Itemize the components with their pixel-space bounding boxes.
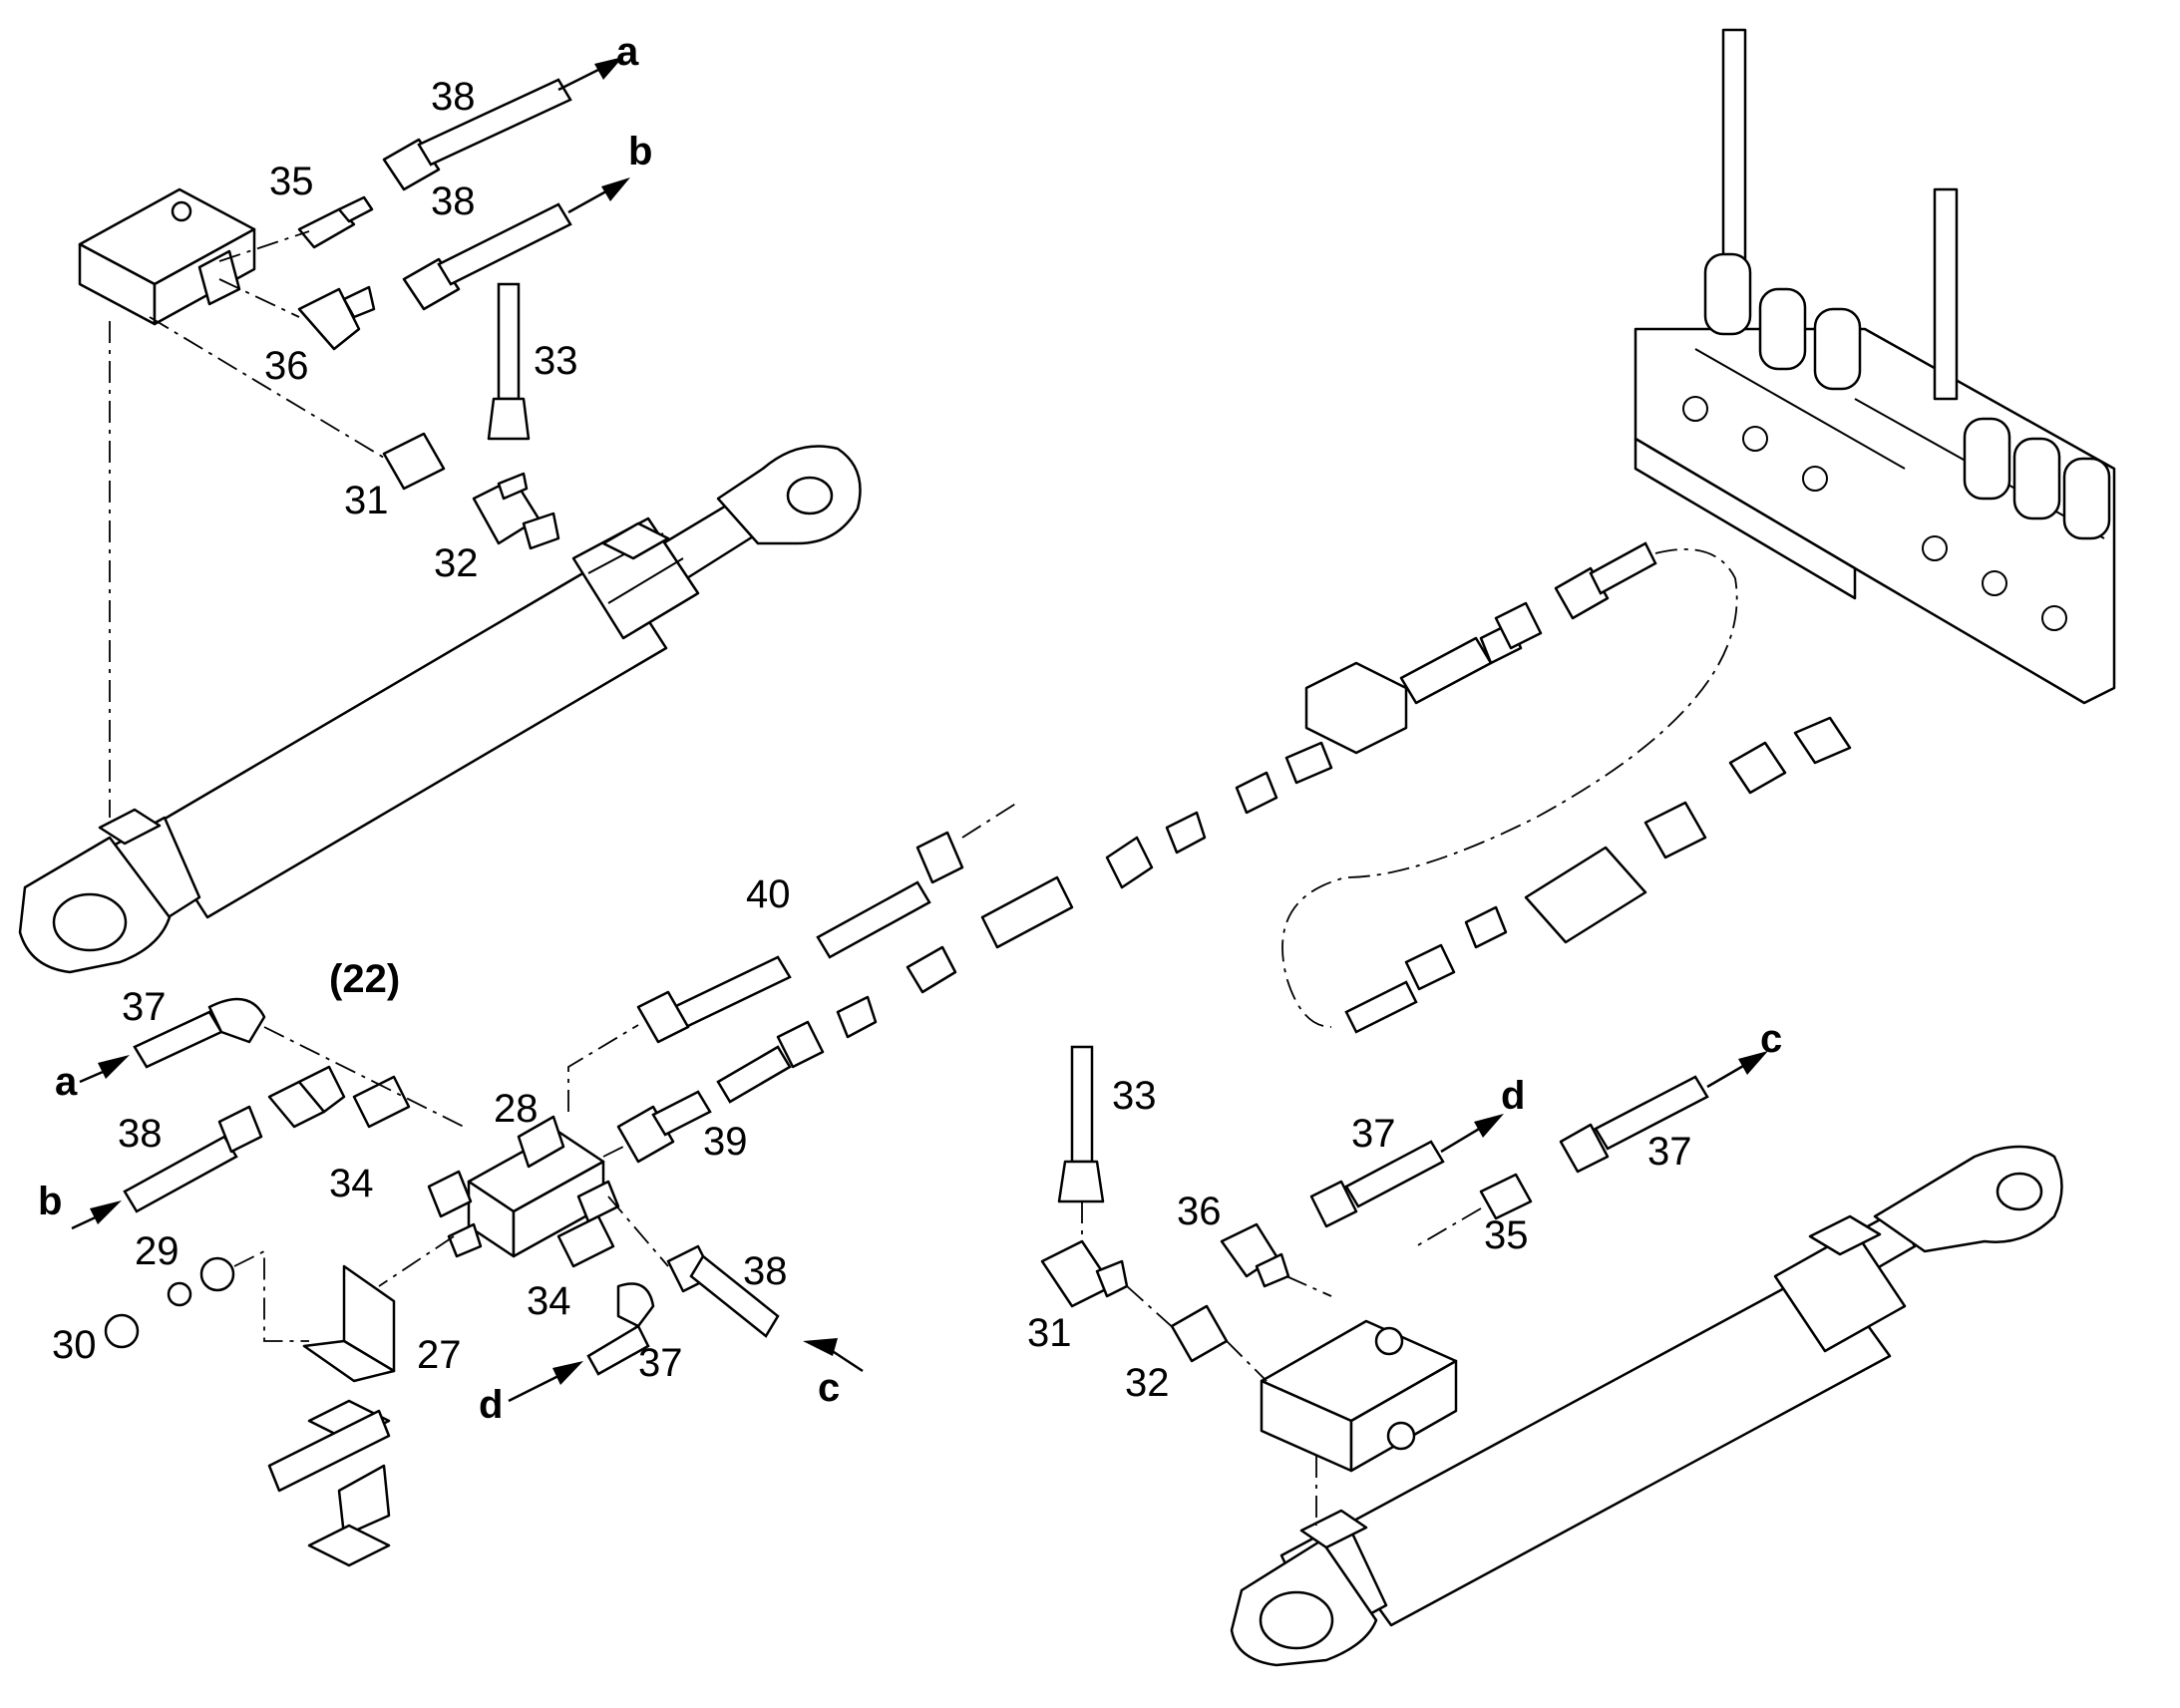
centerline-block-to-31 — [149, 316, 390, 462]
upper-left-hydraulic-cylinder — [18, 445, 862, 974]
callout-33: 33 — [534, 339, 578, 383]
connector-letter-d: d — [479, 1383, 503, 1427]
connector-letter-a: a — [616, 30, 639, 74]
connector-letter-b: b — [38, 1180, 62, 1223]
centerline-29-to-bracket — [233, 1249, 309, 1342]
callout-34: 34 — [329, 1162, 374, 1205]
callout-37: 37 — [1647, 1130, 1692, 1174]
callout-37: 37 — [638, 1341, 683, 1385]
flow-arrow-right-c — [1706, 1051, 1768, 1089]
top-fittings-group — [297, 78, 572, 550]
flow-arrow-top-a — [557, 57, 623, 92]
callout-36: 36 — [1177, 1190, 1222, 1233]
callout-31: 31 — [344, 479, 389, 522]
lower-right-fittings-group — [1040, 1045, 1709, 1363]
callout-37: 37 — [1351, 1112, 1396, 1156]
callout-27: 27 — [417, 1333, 462, 1377]
callout-31: 31 — [1027, 1311, 1072, 1355]
flow-arrow-right-d — [1440, 1114, 1504, 1154]
distribution-manifold-28 — [104, 997, 780, 1567]
centerline-35-to-block — [1415, 1207, 1482, 1247]
lower-right-valve-block — [1260, 1319, 1458, 1473]
callout-35: 35 — [269, 160, 314, 203]
upper-left-valve-block — [78, 187, 256, 326]
callout-30: 30 — [52, 1323, 97, 1367]
hose-routing-loop — [1281, 548, 1738, 1028]
flow-arrow-top-b — [567, 177, 630, 214]
flow-arrow-mid-d — [508, 1361, 583, 1403]
connector-letter-b: b — [628, 130, 652, 173]
centerline-block-to-36 — [218, 278, 300, 318]
centerline-37-to-manifold — [263, 1026, 465, 1128]
centerline-32-to-block — [1226, 1340, 1268, 1382]
callout-28: 28 — [494, 1087, 539, 1131]
centerline-36-to-block — [1285, 1275, 1332, 1297]
callout-38: 38 — [118, 1112, 163, 1156]
centerline-manifold-to-38 — [607, 1196, 669, 1267]
callout-33: 33 — [1112, 1074, 1157, 1118]
centerline-manifold-to-39 — [602, 1146, 624, 1158]
lower-right-hydraulic-cylinder — [1230, 1145, 2063, 1667]
centerline-manifold-to-40 — [567, 1024, 639, 1112]
callout-40: 40 — [746, 872, 791, 916]
connector-letter-c: c — [818, 1366, 840, 1410]
centerline-31-to-32 — [1126, 1285, 1178, 1332]
flow-arrow-mid-c — [803, 1338, 864, 1373]
connector-letter-a: a — [55, 1060, 78, 1104]
callout-32: 32 — [434, 541, 479, 585]
connector-letter-c: c — [1760, 1017, 1782, 1061]
callout-29: 29 — [135, 1229, 180, 1273]
callout-32: 32 — [1125, 1361, 1170, 1405]
callout-34: 34 — [527, 1279, 571, 1323]
connector-letters: a b a b c d d c — [38, 30, 1782, 1427]
flow-arrow-left-a — [79, 1055, 130, 1084]
flow-arrow-left-b — [71, 1200, 122, 1230]
callout-38: 38 — [431, 179, 476, 223]
callout-38: 38 — [431, 75, 476, 119]
connector-letter-d: d — [1501, 1074, 1525, 1118]
callout-39: 39 — [703, 1120, 748, 1164]
centerline-block-to-35 — [218, 230, 310, 262]
control-valve-assembly — [1634, 28, 2116, 705]
callout-labels: 38 35 38 36 33 31 32 40 (22) 37 38 28 39… — [52, 75, 1692, 1405]
callout-37: 37 — [122, 985, 167, 1029]
callout-36: 36 — [264, 344, 309, 388]
centerline-bracket — [378, 1235, 455, 1287]
callout-38: 38 — [743, 1249, 788, 1293]
center-piping-group — [616, 541, 1852, 1164]
callout-22: (22) — [329, 957, 400, 1001]
callout-35: 35 — [1484, 1213, 1529, 1257]
